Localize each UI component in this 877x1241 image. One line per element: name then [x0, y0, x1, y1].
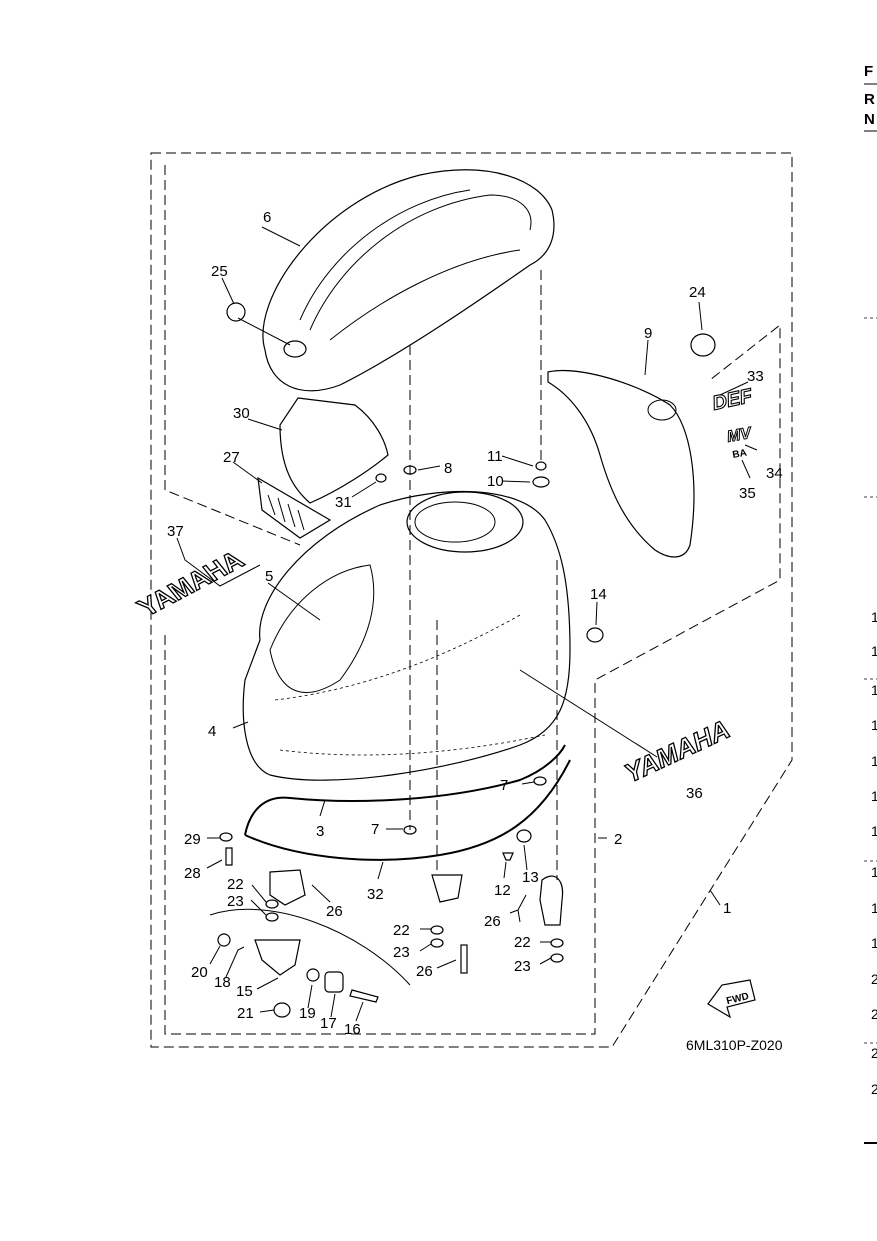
callout-11: 11 — [487, 448, 503, 465]
grommet-10 — [532, 476, 550, 488]
callout-24: 24 — [689, 284, 706, 301]
edge-row-1: 1 — [871, 609, 877, 625]
edge-row-9: 1 — [871, 900, 877, 916]
callout-8: 8 — [444, 460, 452, 477]
grille — [257, 476, 332, 539]
edge-header-r: R — [864, 91, 875, 108]
callout-23-mid: 23 — [393, 944, 410, 961]
latch-hardware — [209, 869, 564, 1018]
edge-row-14: 2 — [871, 1081, 877, 1097]
edge-row-4: 1 — [871, 717, 877, 733]
callout-25: 25 — [211, 263, 228, 280]
callout-13: 13 — [522, 869, 539, 886]
callout-15: 15 — [236, 983, 253, 1000]
callout-5: 5 — [265, 568, 273, 585]
callout-26-mid: 26 — [484, 913, 501, 930]
edge-row-7: 1 — [871, 823, 877, 839]
collar-11 — [535, 461, 547, 471]
decal-33: DEF — [710, 384, 756, 415]
decal-33-text: DEF — [710, 385, 754, 415]
callout-10: 10 — [487, 473, 504, 490]
callout-7-right: 7 — [500, 777, 508, 794]
callout-6: 6 — [263, 209, 271, 226]
callout-16: 16 — [344, 1021, 361, 1038]
side-cover — [547, 370, 695, 558]
callout-28: 28 — [184, 865, 201, 882]
callout-2: 2 — [614, 831, 622, 848]
callout-18: 18 — [214, 974, 231, 991]
callout-12: 12 — [494, 882, 511, 899]
decal-35-text: BA — [732, 448, 748, 461]
callout-9: 9 — [644, 325, 652, 342]
callout-23-right: 23 — [514, 958, 531, 975]
callout-36: 36 — [686, 785, 703, 802]
callout-3: 3 — [316, 823, 324, 840]
top-cowling — [262, 169, 555, 392]
edge-row-10: 1 — [871, 935, 877, 951]
front-cover-panel — [279, 397, 389, 504]
callout-19: 19 — [299, 1005, 316, 1022]
callout-1: 1 — [723, 900, 731, 917]
right-edge-column: F R N 1 1 1 1 1 1 1 1 1 1 2 2 2 2 — [864, 63, 877, 1144]
callout-22-right: 22 — [514, 934, 531, 951]
decal-34-text: MV — [726, 425, 754, 446]
callout-20: 20 — [191, 964, 208, 981]
bottom-cowling — [242, 490, 571, 781]
grommet-14 — [586, 627, 604, 643]
decal-36-text: YAMAHA — [620, 714, 734, 789]
callout-17: 17 — [320, 1015, 337, 1032]
edge-row-11: 2 — [871, 971, 877, 987]
callout-22-left: 22 — [227, 876, 244, 893]
leader-lines — [176, 226, 758, 1022]
edge-row-12: 2 — [871, 1006, 877, 1022]
callout-26-lower: 26 — [416, 963, 433, 980]
decal-mirrored-wordmark: AHAMAY — [131, 543, 249, 625]
callout-numbers: 1 2 3 4 5 6 7 7 8 9 10 11 12 13 14 15 16… — [167, 209, 783, 1038]
callout-22-mid: 22 — [393, 922, 410, 939]
callout-32: 32 — [367, 886, 384, 903]
decal-37-text: AHAMAY — [132, 543, 248, 624]
callout-27: 27 — [223, 449, 240, 466]
callout-23-left: 23 — [227, 893, 244, 910]
callout-14: 14 — [590, 586, 607, 603]
edge-row-8: 1 — [871, 864, 877, 880]
callout-35: 35 — [739, 485, 756, 502]
assembly-boundary-inner — [164, 165, 781, 1035]
edge-row-2: 1 — [871, 643, 877, 659]
callout-33: 33 — [747, 368, 764, 385]
lower-seal — [244, 744, 571, 861]
decal-34: MV — [725, 424, 754, 446]
emblem-24 — [690, 333, 716, 357]
callout-29: 29 — [184, 831, 201, 848]
callout-31: 31 — [335, 494, 352, 511]
fwd-label: FWD — [725, 991, 750, 1007]
callout-21: 21 — [237, 1005, 254, 1022]
fwd-arrow-icon: FWD — [707, 979, 756, 1019]
edge-row-5: 1 — [871, 753, 877, 769]
callout-26-left: 26 — [326, 903, 343, 920]
edge-row-6: 1 — [871, 788, 877, 804]
callout-37: 37 — [167, 523, 184, 540]
emblem-25 — [226, 302, 246, 322]
callout-4: 4 — [208, 723, 216, 740]
drawing-code: 6ML310P-Z020 — [686, 1037, 783, 1053]
callout-34: 34 — [766, 465, 783, 482]
edge-row-13: 2 — [871, 1045, 877, 1061]
callout-7-lower: 7 — [371, 821, 379, 838]
decal-side-wordmark: YAMAHA — [619, 713, 735, 789]
decal-35: BA — [732, 448, 748, 461]
edge-header-f: F — [864, 63, 873, 80]
edge-row-3: 1 — [871, 682, 877, 698]
assembly-boundary-outer — [150, 152, 793, 1048]
edge-header-n: N — [864, 111, 875, 128]
callout-30: 30 — [233, 405, 250, 422]
